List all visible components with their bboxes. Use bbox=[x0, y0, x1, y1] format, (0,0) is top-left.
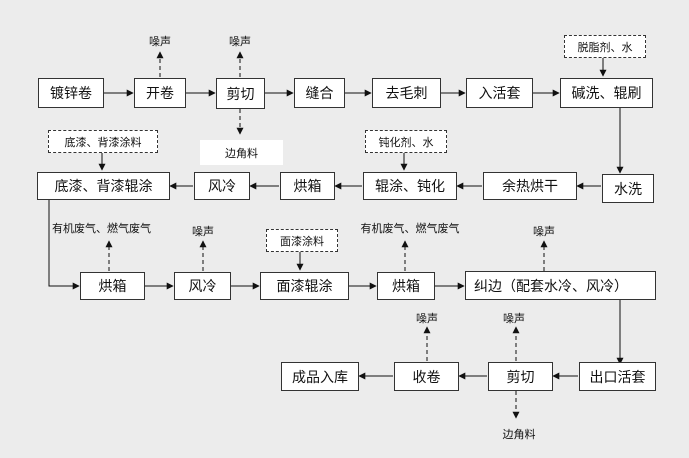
process-oven2: 烘箱 bbox=[80, 272, 145, 300]
process-waste-heat-dry: 余热烘干 bbox=[483, 172, 577, 200]
noise-label: 噪声 bbox=[192, 225, 214, 238]
process-exit-loop: 出口活套 bbox=[579, 362, 656, 391]
process-storage: 成品入库 bbox=[281, 362, 359, 391]
process-stitch: 缝合 bbox=[294, 78, 345, 108]
process-alkali-wash: 碱洗、辊刷 bbox=[560, 78, 653, 108]
scrap-label: 边角料 bbox=[200, 140, 283, 165]
process-primer-back-coat: 底漆、背漆辊涂 bbox=[37, 172, 170, 200]
process-air-cool1: 风冷 bbox=[194, 172, 250, 200]
noise-label: 噪声 bbox=[503, 312, 525, 325]
process-roll-passivate: 辊涂、钝化 bbox=[363, 172, 457, 200]
input-primer-material: 底漆、背漆涂料 bbox=[48, 130, 158, 153]
input-degreaser: 脱脂剂、水 bbox=[564, 35, 646, 58]
input-topcoat-material: 面漆涂料 bbox=[266, 229, 338, 252]
process-cut1: 剪切 bbox=[216, 78, 265, 109]
process-deburr: 去毛刺 bbox=[372, 78, 441, 108]
process-coil: 镀锌卷 bbox=[38, 78, 104, 108]
noise-label: 噪声 bbox=[149, 35, 171, 48]
waste-gas-label: 有机废气、燃气废气 bbox=[360, 222, 460, 235]
input-passivator: 钝化剂、水 bbox=[365, 130, 447, 153]
process-topcoat: 面漆辊涂 bbox=[260, 272, 349, 300]
noise-label: 噪声 bbox=[416, 312, 438, 325]
process-edge-guide: 纠边（配套水冷、风冷） bbox=[465, 271, 656, 300]
flow-arrow bbox=[48, 200, 80, 290]
process-oven1: 烘箱 bbox=[280, 172, 335, 200]
process-uncoil: 开卷 bbox=[134, 78, 186, 108]
process-air-cool2: 风冷 bbox=[174, 272, 231, 300]
process-rewind: 收卷 bbox=[394, 362, 459, 391]
process-water-wash: 水洗 bbox=[602, 174, 654, 203]
noise-label: 噪声 bbox=[229, 35, 251, 48]
scrap-label: 边角料 bbox=[502, 428, 536, 441]
process-cut2: 剪切 bbox=[488, 362, 553, 391]
process-oven3: 烘箱 bbox=[377, 272, 435, 300]
waste-gas-label: 有机废气、燃气废气 bbox=[52, 222, 151, 235]
process-entry-loop: 入活套 bbox=[466, 78, 533, 108]
noise-label: 噪声 bbox=[533, 225, 555, 238]
